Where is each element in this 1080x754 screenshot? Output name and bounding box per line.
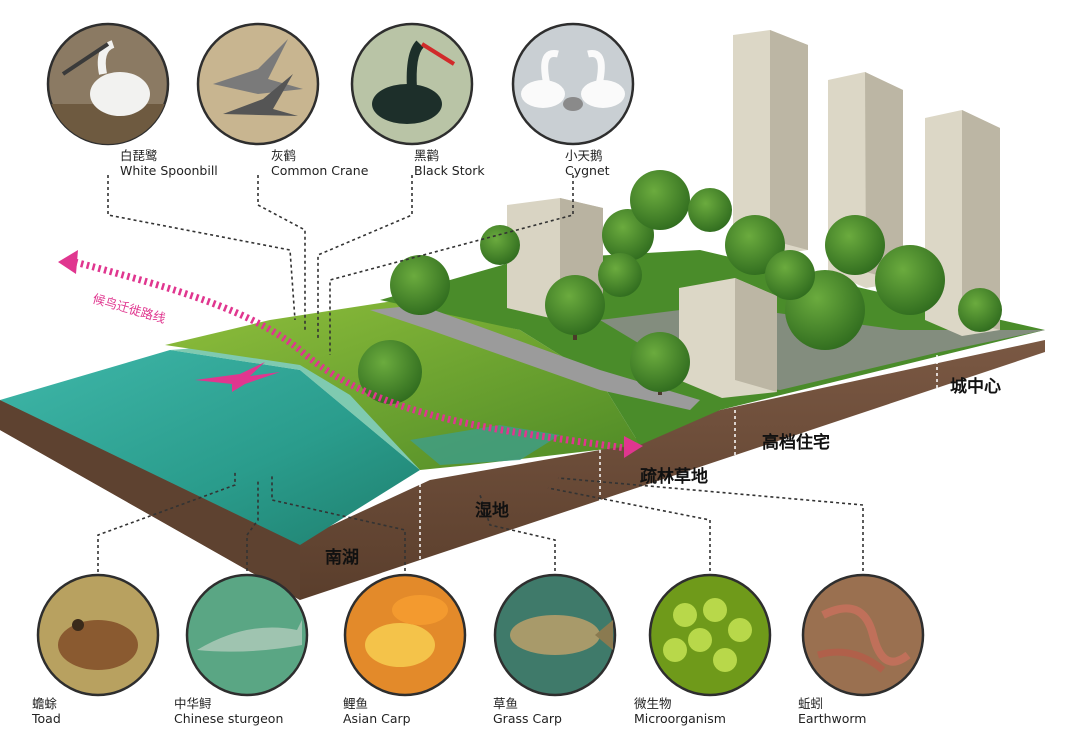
aquatic-label-toad: 蟾蜍 Toad: [32, 696, 162, 726]
zone-label-grassland: 疏林草地: [640, 467, 708, 487]
bird-name-cn: 黑鹳: [414, 148, 440, 163]
paved-path: [370, 305, 700, 410]
lake-shallow: [170, 340, 420, 470]
aquatic-name-en: Toad: [32, 711, 61, 726]
aquatic-name-en: Microorganism: [634, 711, 726, 726]
bird-name-en: Black Stork: [414, 163, 485, 178]
spoonbill-icon: [46, 22, 170, 146]
route-arrow-right-icon: [624, 436, 643, 458]
route-arrow-left-icon: [58, 250, 78, 274]
swan-icon: [511, 22, 635, 146]
bird-name-cn: 灰鹤: [271, 148, 297, 163]
aquatic-name-en: Chinese sturgeon: [174, 711, 284, 726]
grass-carp-icon: [493, 573, 617, 697]
zone-label-lake: 南湖: [325, 548, 359, 568]
zone-label-city-center: 城中心: [950, 377, 1001, 397]
trees: [358, 170, 1002, 404]
aquatic-thumbnails: [36, 573, 925, 697]
bird-silhouette-icon: [195, 362, 280, 392]
bird-name-cn: 小天鹅: [565, 148, 603, 163]
wetland-pool: [410, 425, 560, 465]
bird-label-cygnet: 小天鹅 Cygnet: [565, 148, 695, 178]
aquatic-name-en: Asian Carp: [343, 711, 411, 726]
aquatic-name-cn: 微生物: [634, 696, 672, 711]
aquatic-connectors: [97, 470, 864, 595]
aquatic-label-sturgeon: 中华鲟 Chinese sturgeon: [174, 696, 304, 726]
bird-label-crane: 灰鹤 Common Crane: [271, 148, 401, 178]
aquatic-name-cn: 中华鲟: [174, 696, 212, 711]
toad-icon: [36, 573, 160, 697]
bird-label-spoonbill: 白琵鹭 White Spoonbill: [120, 148, 250, 178]
aquatic-name-cn: 蚯蚓: [798, 696, 824, 711]
aquatic-name-cn: 草鱼: [493, 696, 519, 711]
aquatic-label-grass-carp: 草鱼 Grass Carp: [493, 696, 623, 726]
bird-name-en: Cygnet: [565, 163, 610, 178]
bird-name-en: Common Crane: [271, 163, 369, 178]
bird-label-stork: 黑鹳 Black Stork: [414, 148, 544, 178]
microorganism-icon: [648, 573, 772, 697]
aquatic-name-en: Grass Carp: [493, 711, 562, 726]
aquatic-name-cn: 鲤鱼: [343, 696, 369, 711]
aquatic-name-en: Earthworm: [798, 711, 867, 726]
soil-block: [0, 340, 1045, 600]
sturgeon-icon: [185, 573, 309, 697]
aquatic-label-microorganism: 微生物 Microorganism: [634, 696, 764, 726]
zone-label-wetland: 湿地: [475, 501, 509, 521]
carp-icon: [343, 573, 467, 697]
aquatic-label-carp: 鲤鱼 Asian Carp: [343, 696, 473, 726]
bird-connectors: [107, 175, 574, 355]
lake-surface: [0, 350, 420, 545]
aquatic-name-cn: 蟾蜍: [32, 696, 58, 711]
earthworm-icon: [801, 573, 925, 697]
zone-dividers: [419, 355, 938, 580]
stork-icon: [350, 22, 474, 146]
aquatic-label-earthworm: 蚯蚓 Earthworm: [798, 696, 928, 726]
bird-name-cn: 白琵鹭: [120, 148, 158, 163]
bird-thumbnails: [46, 22, 635, 146]
bird-name-en: White Spoonbill: [120, 163, 218, 178]
zone-label-residential: 高档住宅: [762, 433, 830, 453]
migration-route-line: [58, 250, 643, 458]
crane-icon: [196, 22, 320, 146]
